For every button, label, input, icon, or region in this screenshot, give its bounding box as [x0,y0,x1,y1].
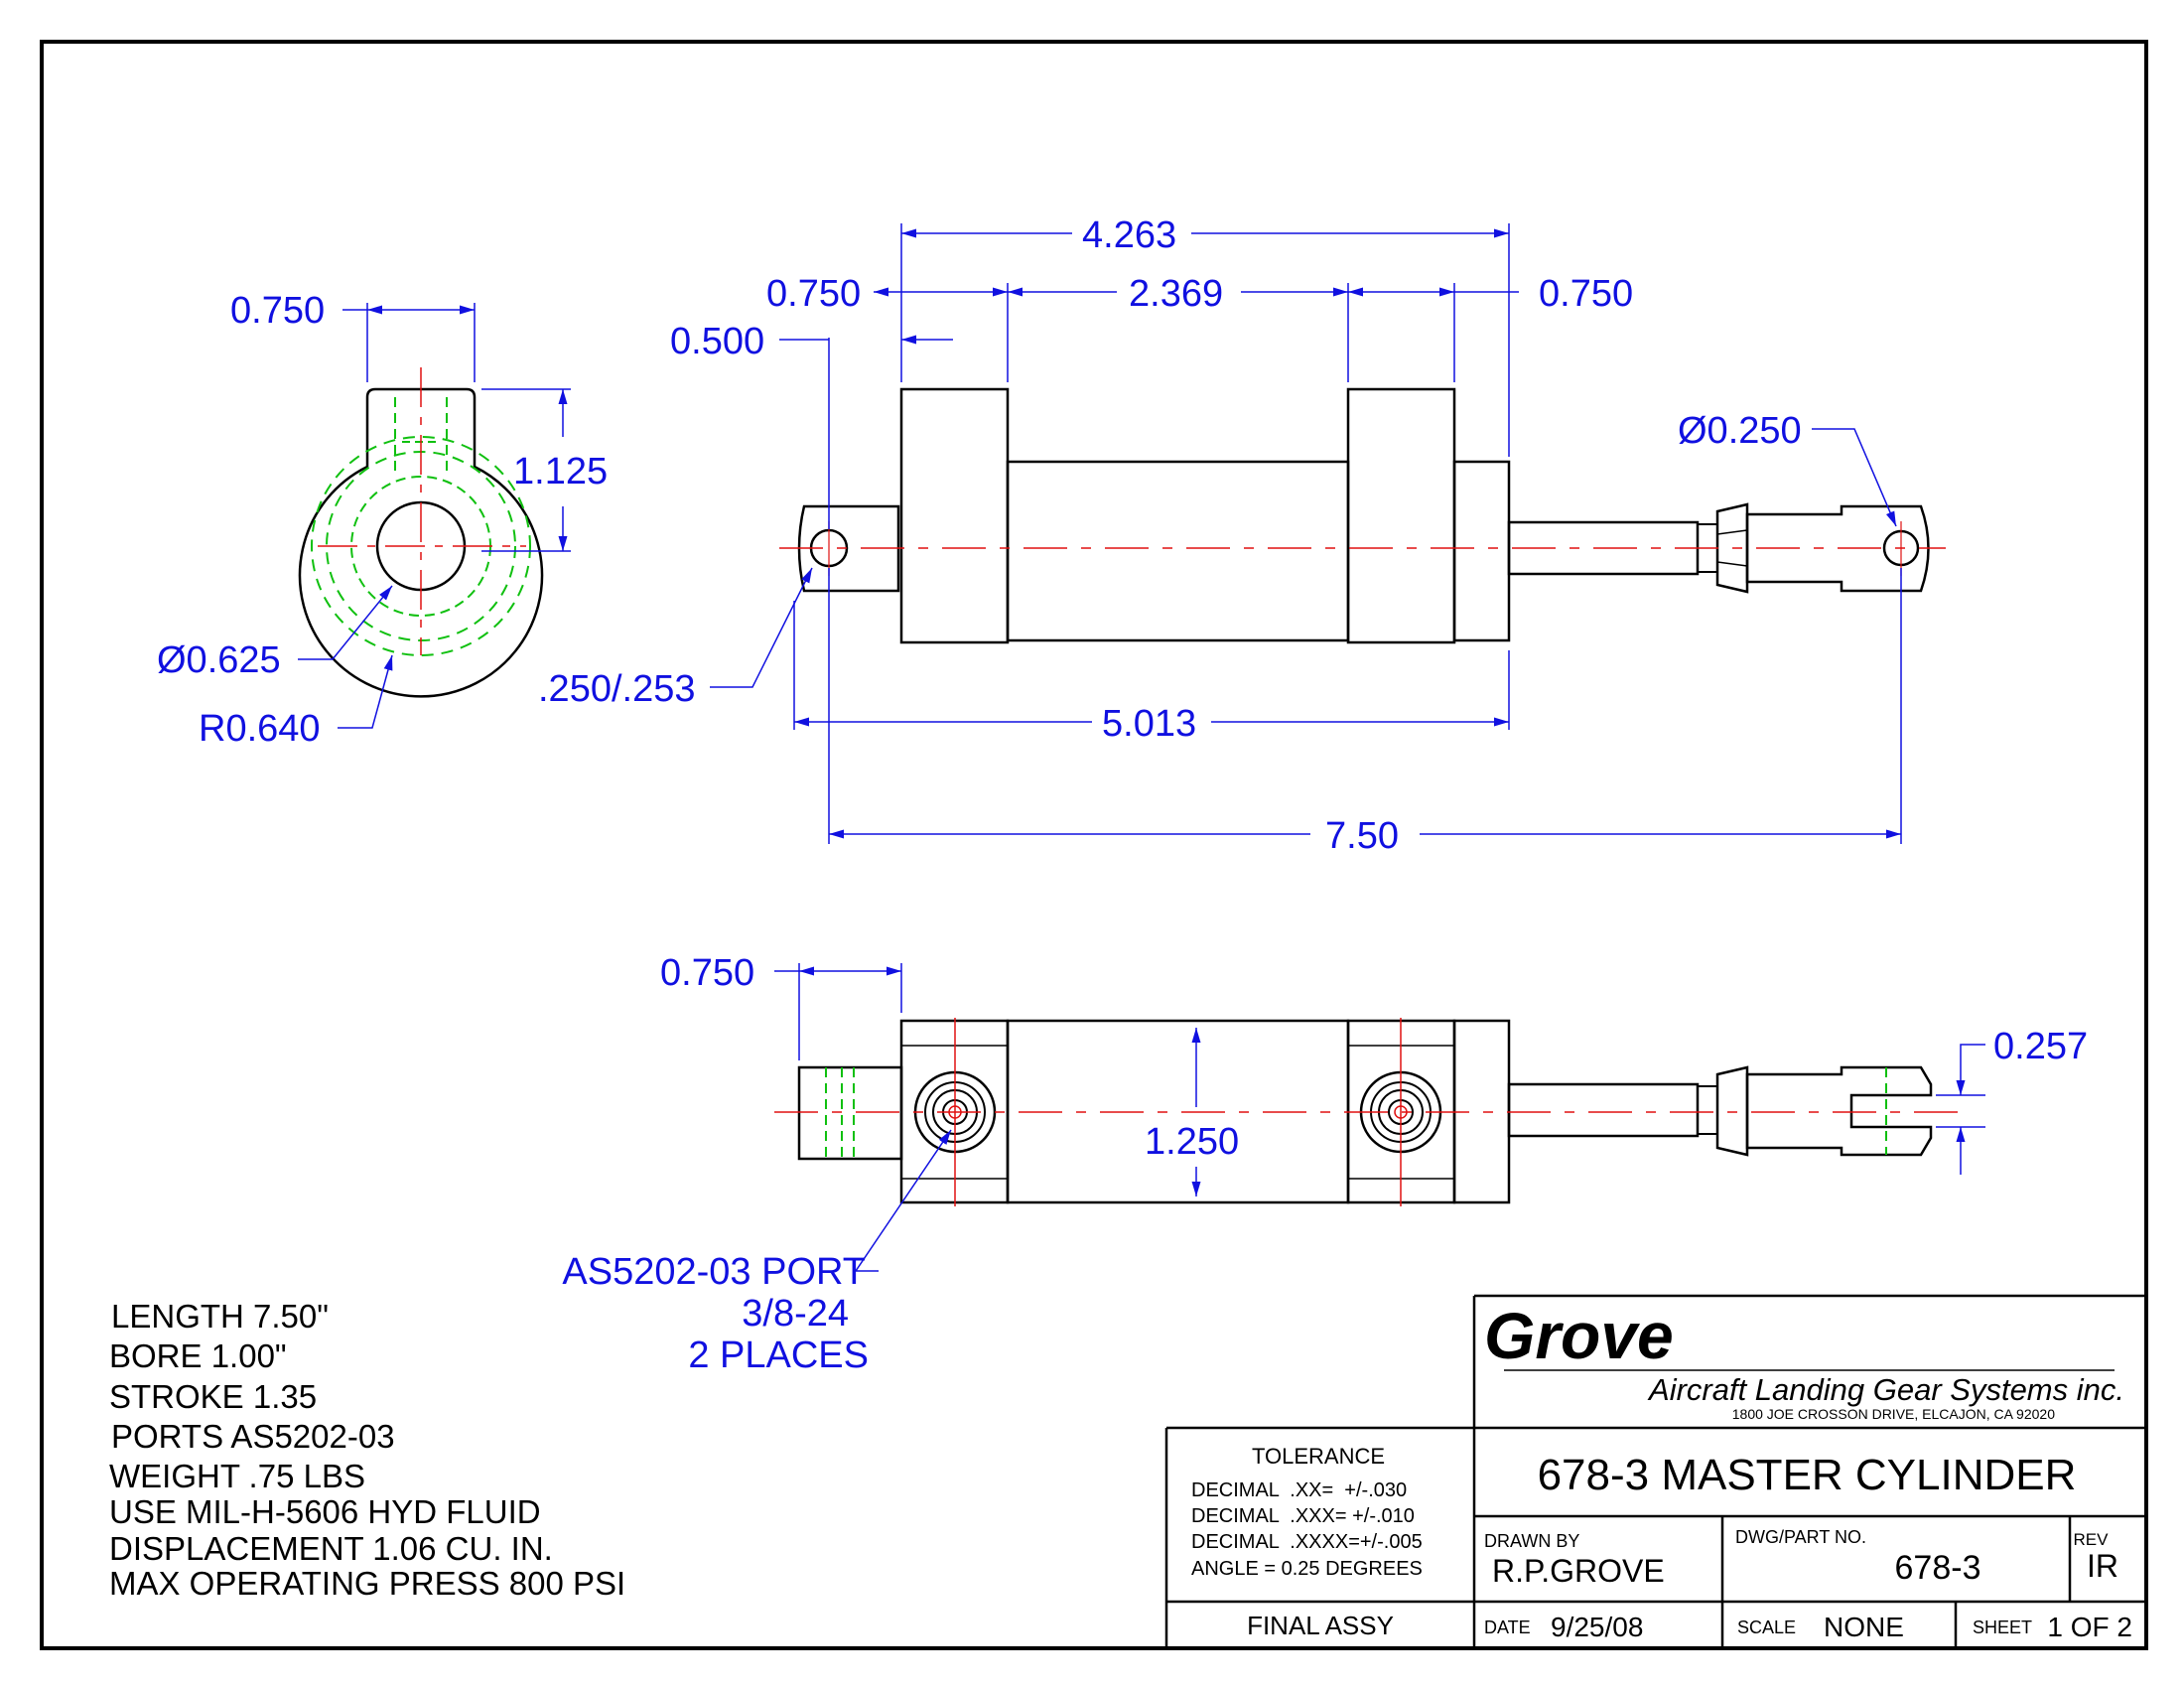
dim-right-cap: 0.750 [1539,273,1633,315]
dwg-number: 678-3 [1895,1549,1981,1587]
end-view [298,303,571,729]
date-value: 9/25/08 [1551,1612,1643,1642]
spec-note: DISPLACEMENT 1.06 CU. IN. [109,1530,553,1567]
dim-pin-offset: 0.500 [670,321,764,362]
tolerance-line: DECIMAL .XXX= +/-.010 [1191,1505,1415,1527]
dim-body-mid: 2.369 [1129,273,1223,315]
dim-end-radius: R0.640 [199,708,321,750]
dim-overall-body: 4.263 [1082,214,1176,256]
top-view [774,963,1985,1272]
tolerance-line: ANGLE = 0.25 DEGREES [1191,1558,1423,1580]
tolerance-heading: TOLERANCE [1252,1444,1385,1469]
port-note-line3: 2 PLACES [688,1335,869,1376]
sheet-value: 1 OF 2 [2047,1612,2132,1642]
dim-end-height: 1.125 [513,451,608,492]
dim-bottom-left-cap: 0.750 [660,952,754,994]
dim-end-width: 0.750 [230,290,325,332]
port-note-line1: AS5202-03 PORT [562,1251,866,1293]
drawn-by: R.P.GROVE [1492,1553,1665,1589]
rev-label: REV [2074,1530,2110,1549]
sheet-border [40,40,2148,1650]
tolerance-line: DECIMAL .XXXX=+/-.005 [1191,1531,1423,1553]
spec-note: PORTS AS5202-03 [111,1418,395,1455]
dim-bore-dia: Ø0.625 [157,639,281,681]
spec-note: WEIGHT .75 LBS [109,1458,365,1494]
title-block [1164,1294,2144,1648]
drawing-title: 678-3 MASTER CYLINDER [1538,1451,2077,1499]
spec-note: LENGTH 7.50" [111,1298,329,1335]
side-view [710,223,1946,844]
dim-eye-to-body: 5.013 [1102,703,1196,745]
final-assy: FINAL ASSY [1247,1611,1394,1640]
scale-label: SCALE [1737,1618,1796,1637]
drawn-by-label: DRAWN BY [1484,1531,1579,1551]
spec-notes: LENGTH 7.50" BORE 1.00" STROKE 1.35 PORT… [109,1298,625,1602]
dim-pin-hole: .250/.253 [538,668,695,710]
spec-note: STROKE 1.35 [109,1378,317,1415]
scale-value: NONE [1824,1612,1904,1642]
tolerance-line: DECIMAL .XX= +/-.030 [1191,1479,1407,1501]
dim-clevis-slot: 0.257 [1993,1026,2088,1067]
dim-left-cap: 0.750 [766,273,861,315]
spec-note: MAX OPERATING PRESS 800 PSI [109,1565,625,1602]
company-name: Aircraft Landing Gear Systems inc. [1647,1372,2124,1407]
dim-body-dia: 1.250 [1145,1121,1239,1163]
spec-note: BORE 1.00" [109,1337,287,1374]
dim-overall-length: 7.50 [1325,815,1399,857]
sheet-label: SHEET [1973,1618,2032,1637]
dim-rod-pin-dia: Ø0.250 [1678,410,1802,452]
company-address: 1800 JOE CROSSON DRIVE, ELCAJON, CA 9202… [1732,1406,2055,1422]
port-note-line2: 3/8-24 [742,1293,849,1335]
company-logo: Grove [1484,1299,1674,1372]
spec-note: USE MIL-H-5606 HYD FLUID [109,1493,541,1530]
date-label: DATE [1484,1618,1531,1637]
dwg-label: DWG/PART NO. [1735,1527,1866,1547]
rev-value: IR [2087,1548,2118,1584]
